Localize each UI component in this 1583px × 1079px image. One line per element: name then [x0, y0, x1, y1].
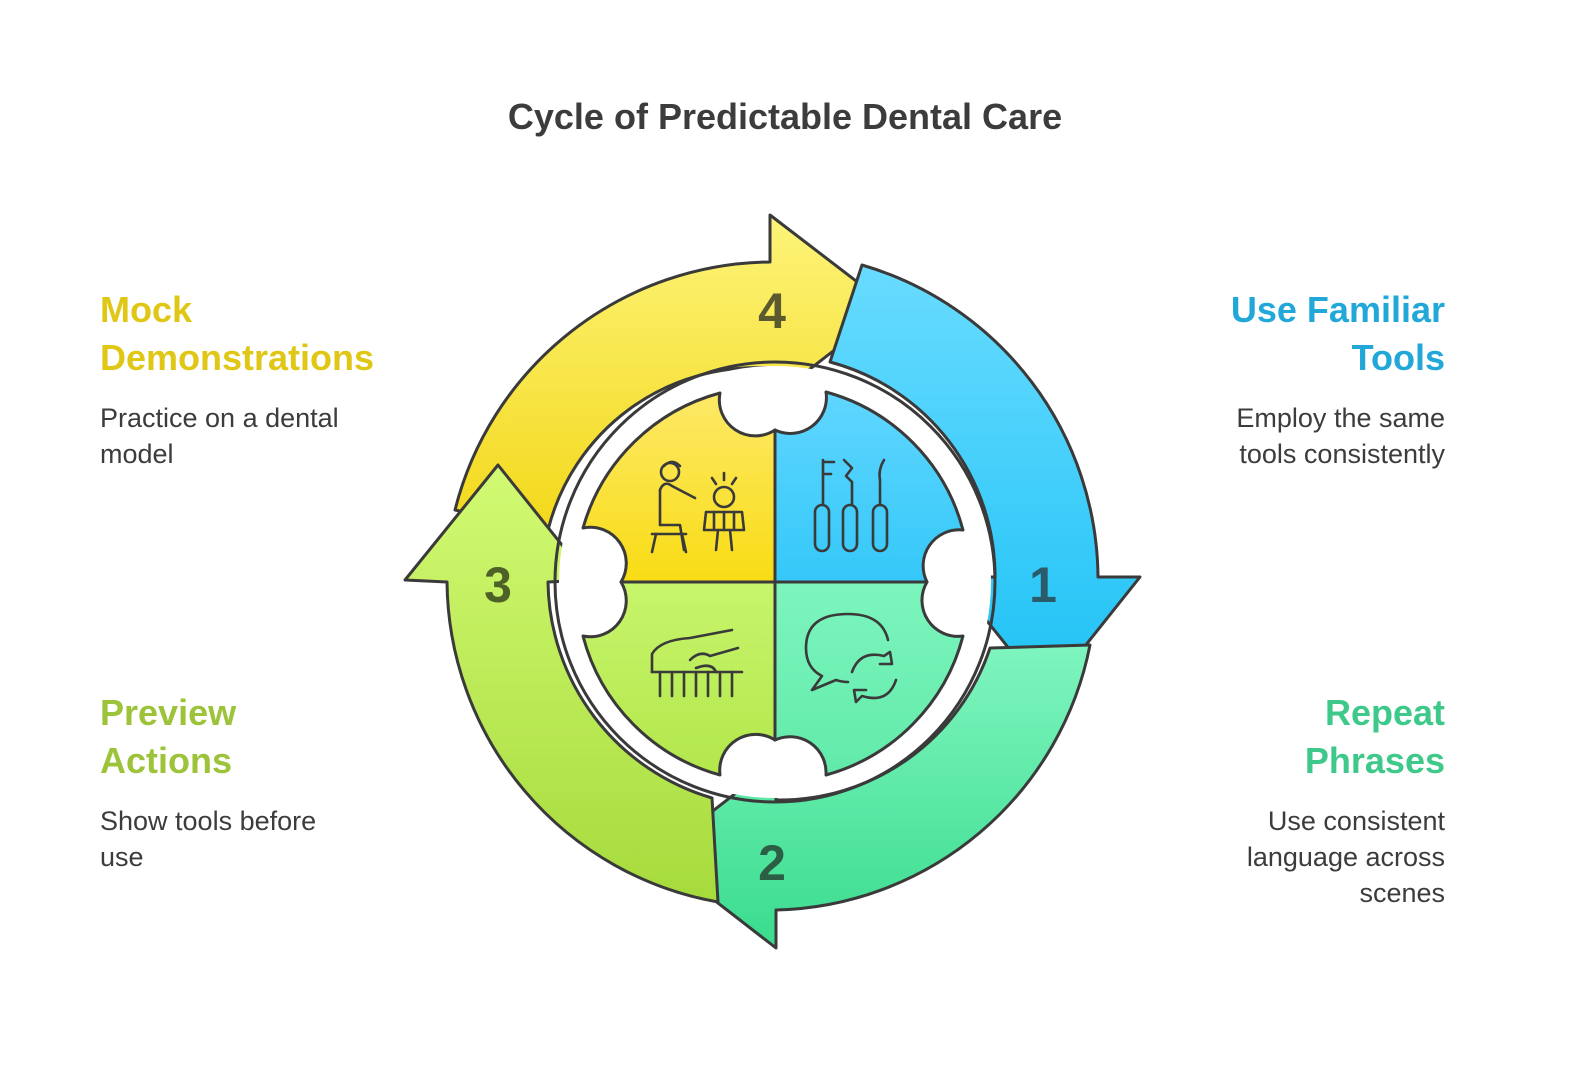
step-4-heading-line1: Mock — [100, 289, 193, 330]
step-4-heading: Mock Demonstrations — [100, 286, 420, 382]
arrow-3 — [403, 463, 720, 904]
step-1-description: Employ the same tools consistently — [1125, 400, 1445, 472]
step-1-heading-line2: Tools — [1351, 337, 1445, 378]
quadrant-1 — [773, 390, 965, 584]
step-2-block: Repeat Phrases Use consistent language a… — [1125, 689, 1445, 911]
step-3-block: Preview Actions Show tools before use — [100, 689, 420, 875]
arrow-1 — [828, 263, 1142, 697]
step-3-heading-line2: Actions — [100, 740, 233, 781]
step-2-heading-line2: Phrases — [1304, 740, 1445, 781]
step-1-block: Use Familiar Tools Employ the same tools… — [1125, 286, 1445, 472]
step-3-description: Show tools before use — [100, 803, 420, 875]
arrow-4 — [453, 213, 892, 532]
step-2-desc-line2: language across — [1246, 842, 1445, 872]
diagram-title: Cycle of Predictable Dental Care — [507, 96, 1063, 137]
step-3-heading: Preview Actions — [100, 689, 420, 785]
step-number-1: 1 — [1029, 557, 1057, 613]
step-4-desc-line2: model — [100, 439, 174, 469]
step-1-heading-line1: Use Familiar — [1230, 289, 1445, 330]
step-2-desc-line3: scenes — [1359, 878, 1445, 908]
step-2-description: Use consistent language across scenes — [1125, 803, 1445, 911]
step-number-2: 2 — [758, 835, 786, 891]
hand-on-model-icon — [650, 628, 744, 698]
step-4-desc-line1: Practice on a dental — [100, 403, 339, 433]
step-4-heading-line2: Demonstrations — [100, 337, 375, 378]
step-4-block: Mock Demonstrations Practice on a dental… — [100, 286, 420, 472]
teacher-child-icon — [650, 460, 746, 554]
quadrant-4 — [581, 391, 777, 584]
step-1-desc-line1: Employ the same — [1236, 403, 1445, 433]
step-number-4: 4 — [758, 283, 786, 339]
step-1-heading: Use Familiar Tools — [1125, 286, 1445, 382]
speech-repeat-icon — [804, 612, 898, 704]
step-3-heading-line1: Preview — [100, 692, 237, 733]
step-3-desc-line1: Show tools before — [100, 806, 317, 836]
quadrant-2 — [773, 580, 965, 777]
step-3-desc-line2: use — [100, 842, 144, 872]
arrow-2 — [654, 643, 1092, 950]
step-1-desc-line2: tools consistently — [1239, 439, 1445, 469]
step-2-heading-line1: Repeat — [1324, 692, 1445, 733]
step-2-heading: Repeat Phrases — [1125, 689, 1445, 785]
step-4-description: Practice on a dental model — [100, 400, 420, 472]
step-number-3: 3 — [484, 557, 512, 613]
step-2-desc-line1: Use consistent — [1267, 806, 1445, 836]
dental-tools-icon — [813, 458, 889, 553]
